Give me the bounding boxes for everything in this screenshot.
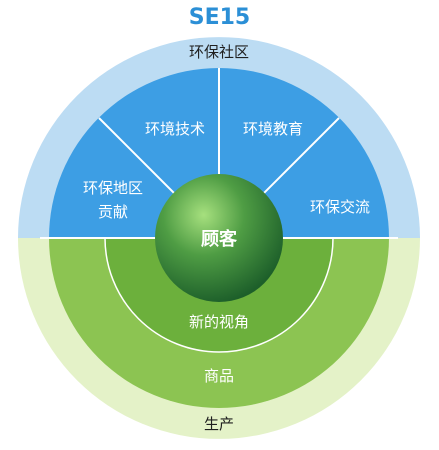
segment-label-education: 环境教育	[243, 120, 303, 138]
center-sphere	[155, 174, 283, 302]
green-mid-label: 商品	[204, 367, 234, 385]
center-label: 顾客	[201, 228, 238, 250]
outer-bottom-label: 生产	[204, 415, 234, 433]
segment-label-community-line1: 环保地区	[83, 179, 143, 197]
green-inner-label: 新的视角	[189, 313, 249, 331]
green-inner-outline	[104, 237, 334, 353]
diagram-title: SE15	[189, 5, 251, 30]
outer-top-label: 环保社区	[189, 43, 249, 61]
blue-segment-labels: 环保地区 贡献 环境技术 环境教育 环保交流	[83, 120, 370, 221]
segment-label-tech: 环境技术	[145, 120, 205, 138]
segment-label-exchange: 环保交流	[310, 198, 370, 216]
segment-label-community-line2: 贡献	[98, 203, 128, 221]
